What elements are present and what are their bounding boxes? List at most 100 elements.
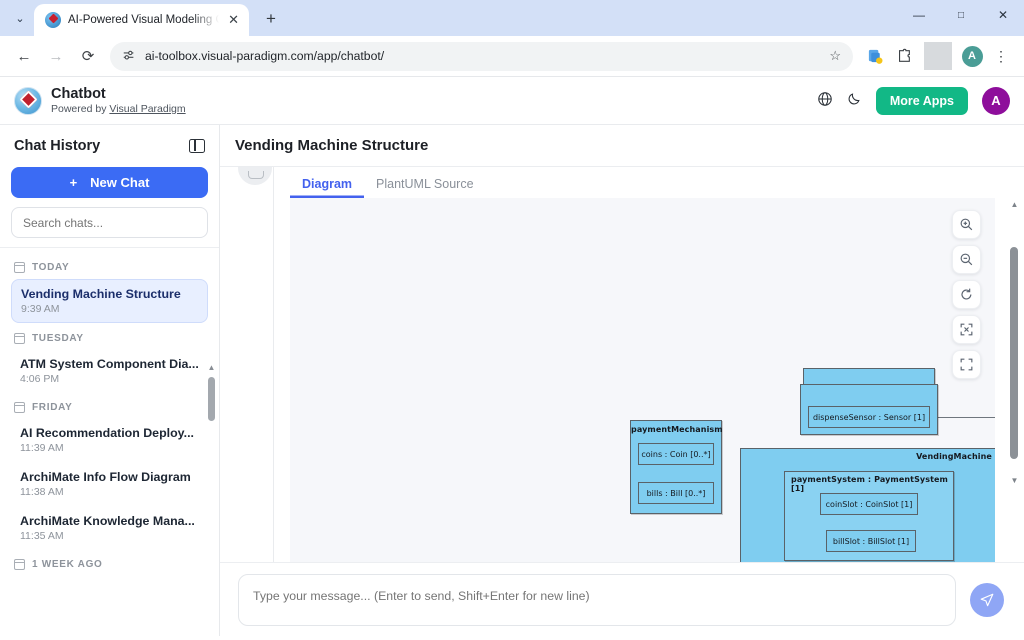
- main-panel: Vending Machine Structure Diagram PlantU…: [220, 125, 1024, 636]
- dark-mode-moon-icon[interactable]: [847, 91, 862, 110]
- tab-plantuml-source[interactable]: PlantUML Source: [376, 177, 474, 191]
- more-apps-button[interactable]: More Apps: [875, 86, 968, 115]
- sidebar: Chat History + New Chat TODAY Vending Ma…: [0, 125, 220, 636]
- group-header-one-week-ago: 1 WEEK AGO: [11, 551, 208, 576]
- plus-icon: +: [69, 175, 78, 190]
- calendar-icon: [13, 333, 25, 344]
- uml-port-coins[interactable]: coins : Coin [0..*]: [638, 443, 714, 465]
- calendar-icon: [13, 559, 25, 570]
- scroll-down-arrow-icon[interactable]: ▼: [1010, 476, 1019, 485]
- uml-port-billSlot[interactable]: billSlot : BillSlot [1]: [826, 530, 916, 552]
- zoom-out-icon[interactable]: [952, 245, 981, 274]
- uml-block-cut-top[interactable]: [803, 368, 935, 385]
- avatar[interactable]: A: [958, 42, 986, 70]
- message-composer: [220, 562, 1024, 636]
- block-title: VendingMachine: [916, 452, 992, 461]
- block-title: paymentSystem : PaymentSystem [1]: [791, 475, 948, 493]
- user-avatar[interactable]: A: [982, 86, 1010, 115]
- forward-icon[interactable]: →: [48, 47, 64, 65]
- url-text: ai-toolbox.visual-paradigm.com/app/chatb…: [145, 49, 385, 63]
- calendar-icon: [13, 402, 25, 413]
- search-chats-input[interactable]: [11, 207, 208, 238]
- chat-item-vending-machine-structure[interactable]: Vending Machine Structure 9:39 AM: [11, 279, 208, 323]
- puzzle-icon[interactable]: [890, 42, 918, 70]
- chat-title: AI Recommendation Deploy...: [20, 426, 194, 440]
- message-input[interactable]: [238, 573, 956, 626]
- scroll-up-arrow-icon[interactable]: ▲: [207, 363, 216, 372]
- browser-menu-icon[interactable]: ⋮: [994, 47, 1008, 64]
- diagram-canvas[interactable]: paymentMechanism VendingMachine paymentS…: [290, 198, 995, 562]
- reload-icon[interactable]: ⟳: [81, 48, 95, 65]
- chat-item-archimate-knowledge-mana[interactable]: ArchiMate Knowledge Mana... 11:35 AM: [11, 507, 208, 549]
- new-chat-button[interactable]: + New Chat: [11, 167, 208, 198]
- main-scrollbar[interactable]: ▲ ▼: [1008, 198, 1021, 488]
- sidebar-scrollbar[interactable]: ▲ ▼: [206, 363, 217, 640]
- extension-badge-icon[interactable]: [861, 42, 889, 70]
- chat-item-ai-recommendation-deploy[interactable]: AI Recommendation Deploy... 11:39 AM: [11, 419, 208, 461]
- back-icon[interactable]: ←: [16, 47, 32, 65]
- fit-screen-icon[interactable]: [952, 315, 981, 344]
- chat-time: 11:39 AM: [20, 442, 64, 454]
- fullscreen-icon[interactable]: [952, 350, 981, 379]
- scrollbar-thumb[interactable]: [208, 377, 215, 421]
- zoom-in-icon[interactable]: [952, 210, 981, 239]
- chat-title: ArchiMate Info Flow Diagram: [20, 470, 191, 484]
- collapse-sidebar-icon[interactable]: [189, 139, 205, 153]
- window-controls: — □ ✕: [898, 0, 1024, 36]
- tab-search-chevron-icon[interactable]: ⌄: [15, 12, 25, 25]
- chat-list[interactable]: TODAY Vending Machine Structure 9:39 AM …: [0, 248, 219, 636]
- chat-item-atm-system-component-diagram[interactable]: ATM System Component Dia... 4:06 PM: [11, 350, 208, 392]
- chat-time: 11:38 AM: [20, 486, 64, 498]
- sidebar-header: Chat History: [0, 125, 219, 167]
- brand: Chatbot Powered by Visual Paradigm: [51, 86, 186, 115]
- site-settings-icon[interactable]: [122, 49, 136, 63]
- group-label: TODAY: [32, 262, 70, 273]
- group-header-tuesday: TUESDAY: [11, 325, 208, 350]
- group-label: 1 WEEK AGO: [32, 559, 103, 570]
- uml-port-dispenseSensor[interactable]: dispenseSensor : Sensor [1]: [808, 406, 930, 428]
- close-tab-icon[interactable]: ✕: [228, 12, 239, 27]
- chat-history-title: Chat History: [14, 138, 101, 154]
- visual-paradigm-link[interactable]: Visual Paradigm: [109, 102, 186, 115]
- group-header-friday: FRIDAY: [11, 394, 208, 419]
- tab-diagram[interactable]: Diagram: [290, 177, 364, 198]
- tab-title: AI-Powered Visual Modeling Ch: [68, 14, 220, 26]
- group-label: FRIDAY: [32, 402, 73, 413]
- minimize-button[interactable]: —: [913, 8, 925, 22]
- scroll-up-arrow-icon[interactable]: ▲: [1010, 200, 1019, 209]
- send-button[interactable]: [970, 582, 1004, 617]
- maximize-button[interactable]: □: [957, 9, 965, 21]
- app-header: Chatbot Powered by Visual Paradigm More …: [0, 77, 1024, 125]
- group-label: TUESDAY: [32, 333, 84, 344]
- connector: [930, 417, 995, 418]
- powered-by-text: Powered by: [51, 102, 110, 115]
- language-globe-icon[interactable]: [817, 91, 833, 111]
- chat-title: ArchiMate Knowledge Mana...: [20, 514, 195, 528]
- chat-title: ATM System Component Dia...: [20, 357, 199, 371]
- diagram-toolbar: [952, 210, 981, 379]
- assistant-avatar: [238, 167, 272, 185]
- close-window-button[interactable]: ✕: [997, 8, 1009, 22]
- scrollbar-thumb[interactable]: [1010, 247, 1018, 459]
- chat-title: Vending Machine Structure: [21, 287, 181, 301]
- group-header-today: TODAY: [11, 254, 208, 279]
- app-title: Chatbot: [51, 85, 106, 102]
- chat-item-archimate-info-flow-diagram[interactable]: ArchiMate Info Flow Diagram 11:38 AM: [11, 463, 208, 505]
- bookmark-star-icon[interactable]: ☆: [829, 48, 841, 63]
- visual-paradigm-logo-icon: [14, 86, 42, 115]
- browser-action-icons: A ⋮: [861, 42, 1015, 70]
- diagram-card: Diagram PlantUML Source: [273, 167, 995, 562]
- browser-tabstrip: ⌄ AI-Powered Visual Modeling Ch ✕ + — □ …: [0, 0, 1024, 36]
- app-header-actions: More Apps A: [817, 86, 1010, 115]
- uml-port-coinSlot[interactable]: coinSlot : CoinSlot [1]: [820, 493, 918, 515]
- reset-icon[interactable]: [952, 280, 981, 309]
- chat-time: 4:06 PM: [20, 373, 60, 385]
- message-area: Diagram PlantUML Source: [220, 167, 1024, 562]
- new-tab-button[interactable]: +: [266, 9, 276, 28]
- browser-tab[interactable]: AI-Powered Visual Modeling Ch ✕: [34, 4, 249, 36]
- send-icon: [980, 593, 994, 606]
- address-bar[interactable]: ai-toolbox.visual-paradigm.com/app/chatb…: [110, 41, 853, 71]
- uml-port-bills[interactable]: bills : Bill [0..*]: [638, 482, 714, 504]
- chat-time: 9:39 AM: [21, 303, 60, 315]
